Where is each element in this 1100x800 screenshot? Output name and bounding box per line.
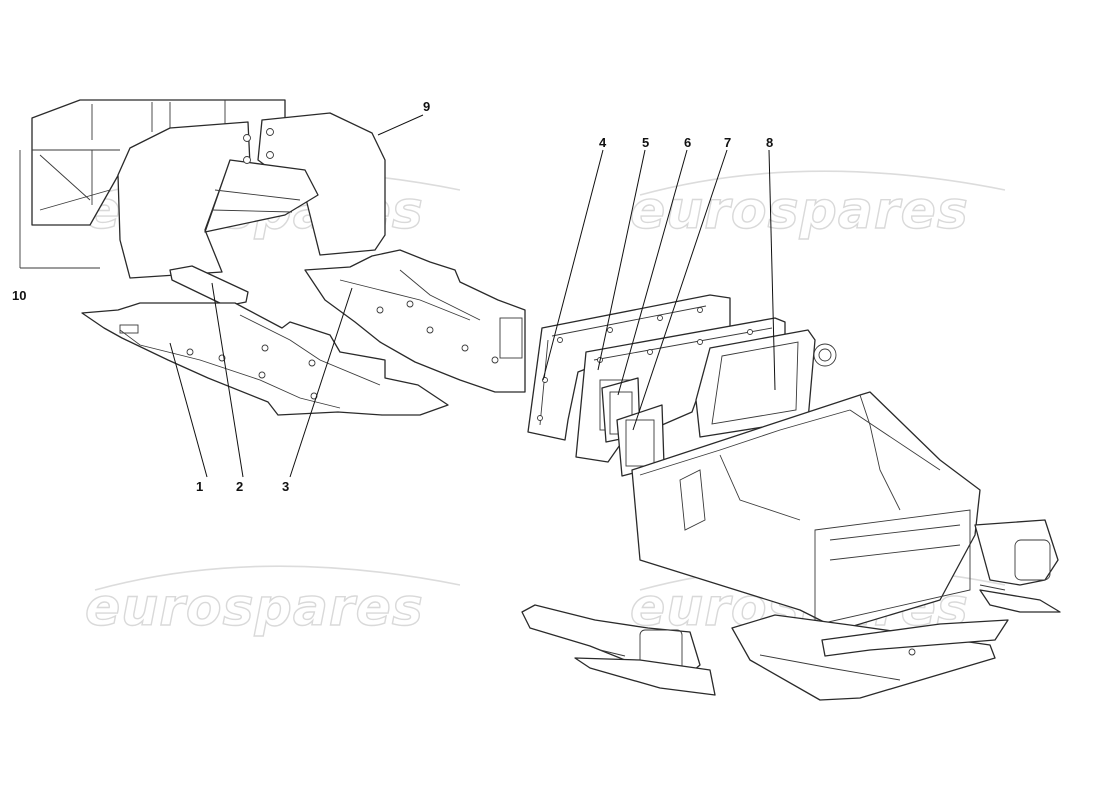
floor-plates <box>731 614 1009 701</box>
part-2-spacer <box>169 265 249 307</box>
chassis-floor-assembly <box>631 391 981 631</box>
leader-5 <box>597 149 646 371</box>
leader-7 <box>632 149 728 431</box>
right-air-duct <box>974 519 1061 613</box>
part-8-cover-plate <box>695 329 837 438</box>
leader-2 <box>211 282 244 478</box>
leader-3 <box>289 287 353 478</box>
callout-8: 8 <box>766 135 773 150</box>
callout-5: 5 <box>642 135 649 150</box>
part-3-floor-mat <box>304 249 526 393</box>
part-1-floor-mat <box>81 302 449 416</box>
callout-10: 10 <box>12 288 26 303</box>
left-air-duct <box>521 604 716 696</box>
callout-9: 9 <box>423 99 430 114</box>
callout-6: 6 <box>684 135 691 150</box>
leader-8 <box>768 149 776 391</box>
callout-labels: 1 2 3 4 5 6 7 8 9 10 <box>12 99 773 494</box>
callout-1: 1 <box>196 479 203 494</box>
watermark-text: eurospares <box>85 578 424 638</box>
callout-7: 7 <box>724 135 731 150</box>
watermark-swoosh <box>94 565 461 591</box>
callout-4: 4 <box>599 135 607 150</box>
callout-3: 3 <box>282 479 289 494</box>
leader-9 <box>377 114 424 136</box>
leader-1 <box>169 342 208 478</box>
leader-6 <box>617 149 688 396</box>
part-9-bulkhead-insulation <box>117 112 386 279</box>
leader-lines <box>169 114 776 478</box>
leader-4 <box>542 149 604 381</box>
watermark-swoosh <box>639 170 1006 196</box>
callout-2: 2 <box>236 479 243 494</box>
watermark-text: eurospares <box>630 181 969 241</box>
